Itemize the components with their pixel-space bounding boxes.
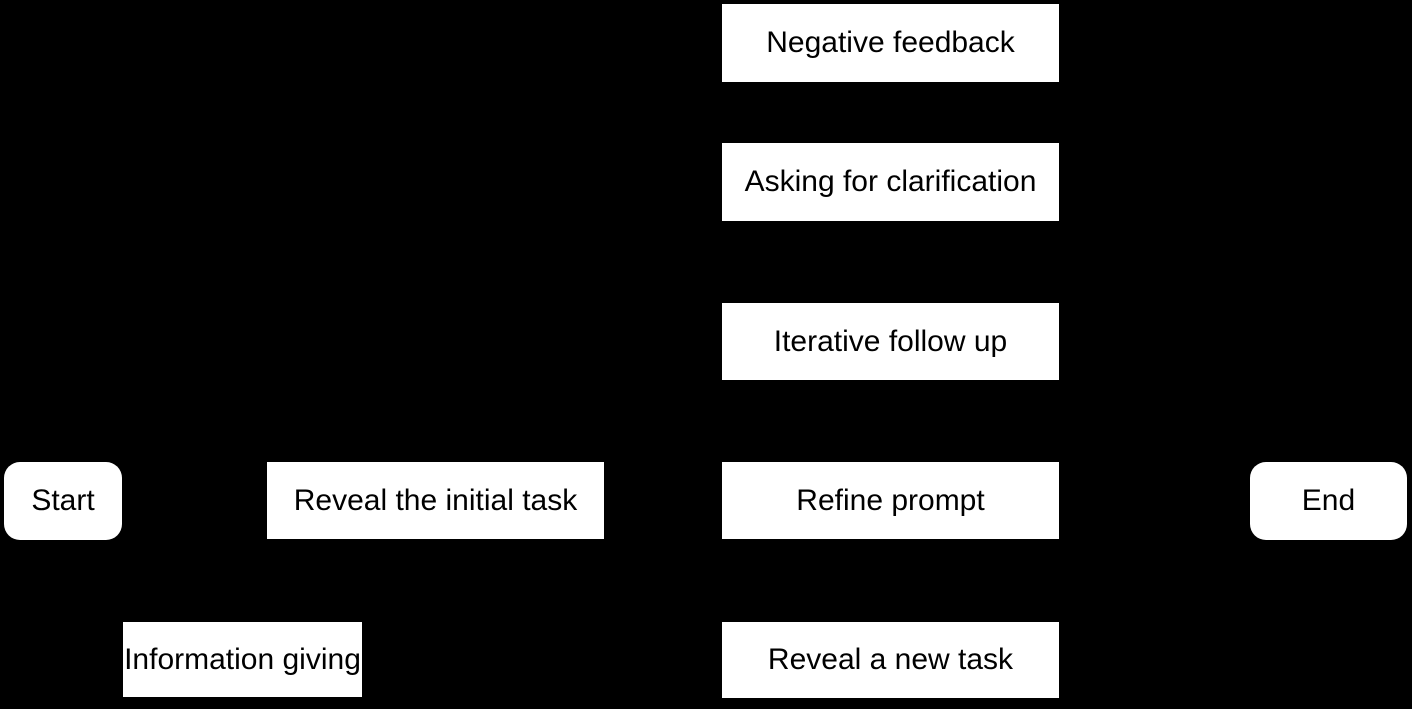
flow-node-asking-for-clarification: Asking for clarification xyxy=(722,143,1059,221)
flow-node-reveal-a-new-task: Reveal a new task xyxy=(722,622,1059,698)
flow-node-start: Start xyxy=(4,462,122,540)
flow-node-negative-feedback: Negative feedback xyxy=(722,4,1059,82)
flow-node-iterative-follow-up: Iterative follow up xyxy=(722,303,1059,380)
flow-node-reveal-initial-task: Reveal the initial task xyxy=(267,462,604,539)
flow-node-refine-prompt: Refine prompt xyxy=(722,462,1059,539)
flow-node-information-giving: Information giving xyxy=(123,622,362,697)
flow-node-end: End xyxy=(1250,462,1407,540)
